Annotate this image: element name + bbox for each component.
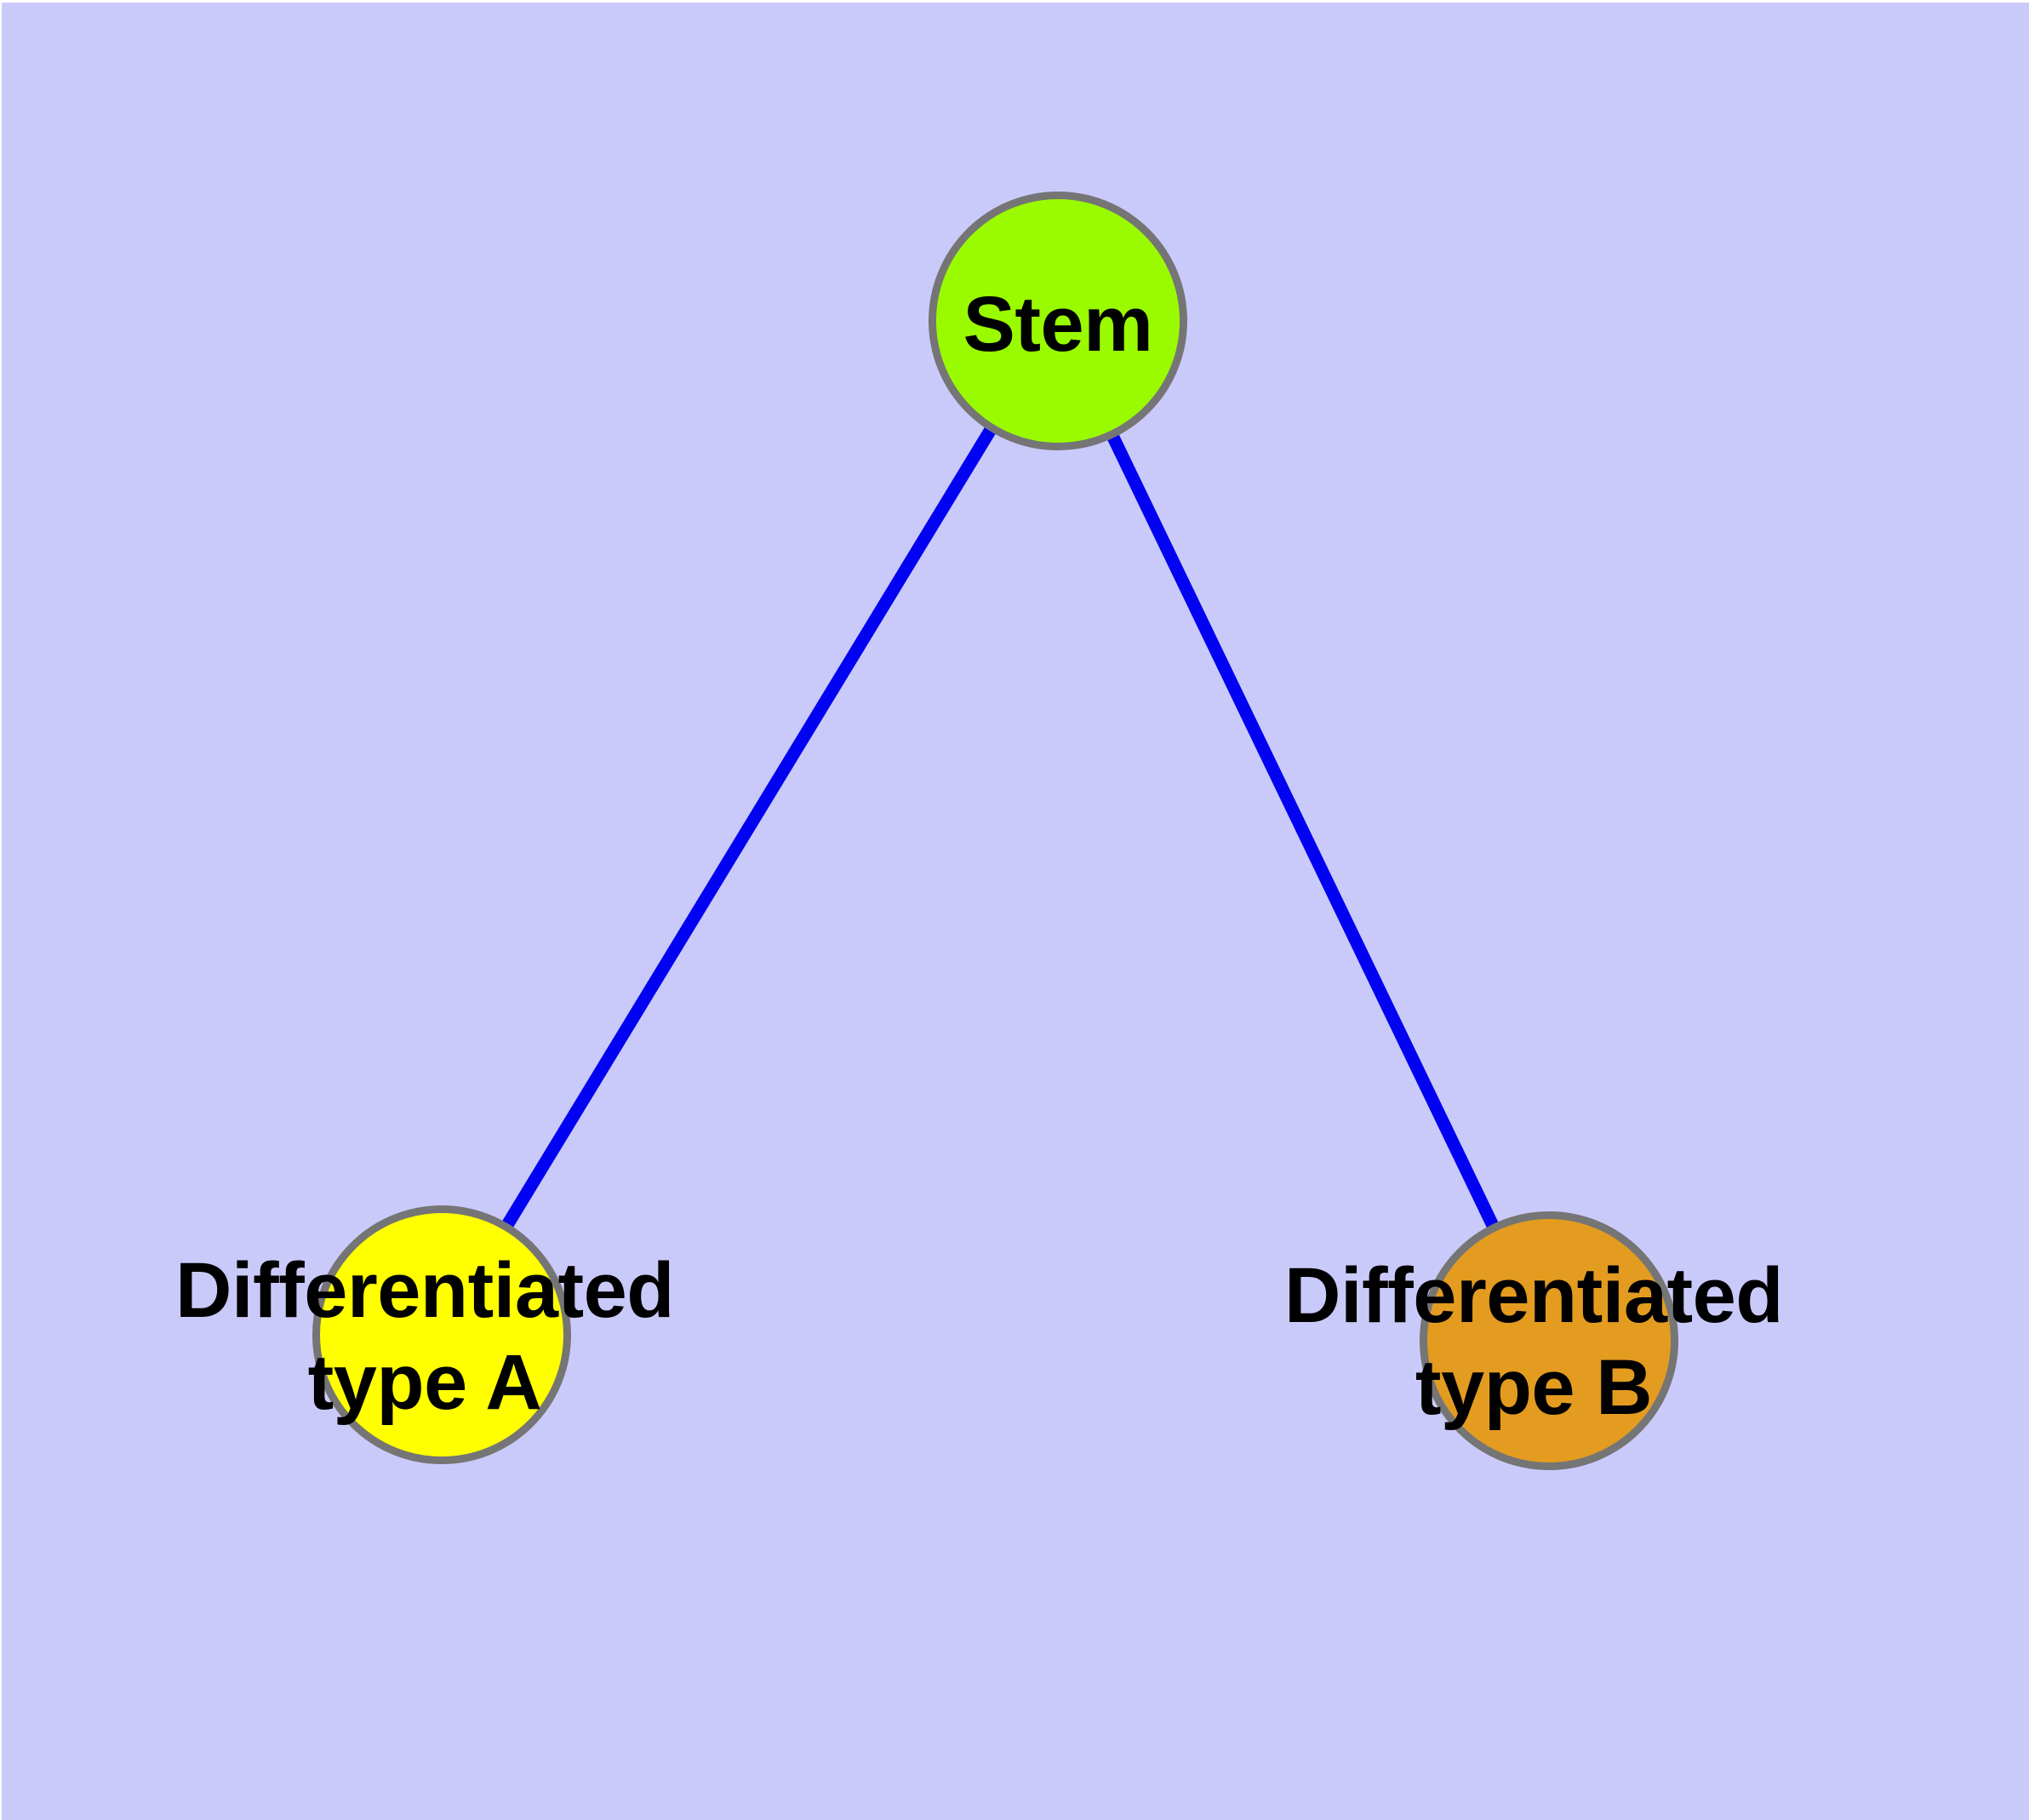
node-label-type-b-line2: type B: [1415, 1344, 1653, 1431]
node-label-type-a-line2: type A: [307, 1339, 542, 1426]
edge-stem-to-type-b: [1051, 318, 1553, 1342]
edge-stem-to-type-a: [436, 317, 1063, 1336]
edges-layer: [436, 317, 1553, 1342]
node-label-stem: Stem: [963, 278, 1153, 370]
node-differentiated-type-b: [1420, 1211, 1678, 1470]
node-stem: [929, 192, 1187, 450]
node-differentiated-type-a: [312, 1205, 571, 1464]
node-label-stem-line1: Stem: [963, 281, 1153, 368]
node-label-type-b-line1: Differentiated: [1284, 1252, 1783, 1339]
node-label-differentiated-type-a: Differentiated type A: [175, 1245, 674, 1428]
node-label-differentiated-type-b: Differentiated type B: [1284, 1250, 1783, 1434]
node-label-type-a-line1: Differentiated: [175, 1247, 674, 1334]
